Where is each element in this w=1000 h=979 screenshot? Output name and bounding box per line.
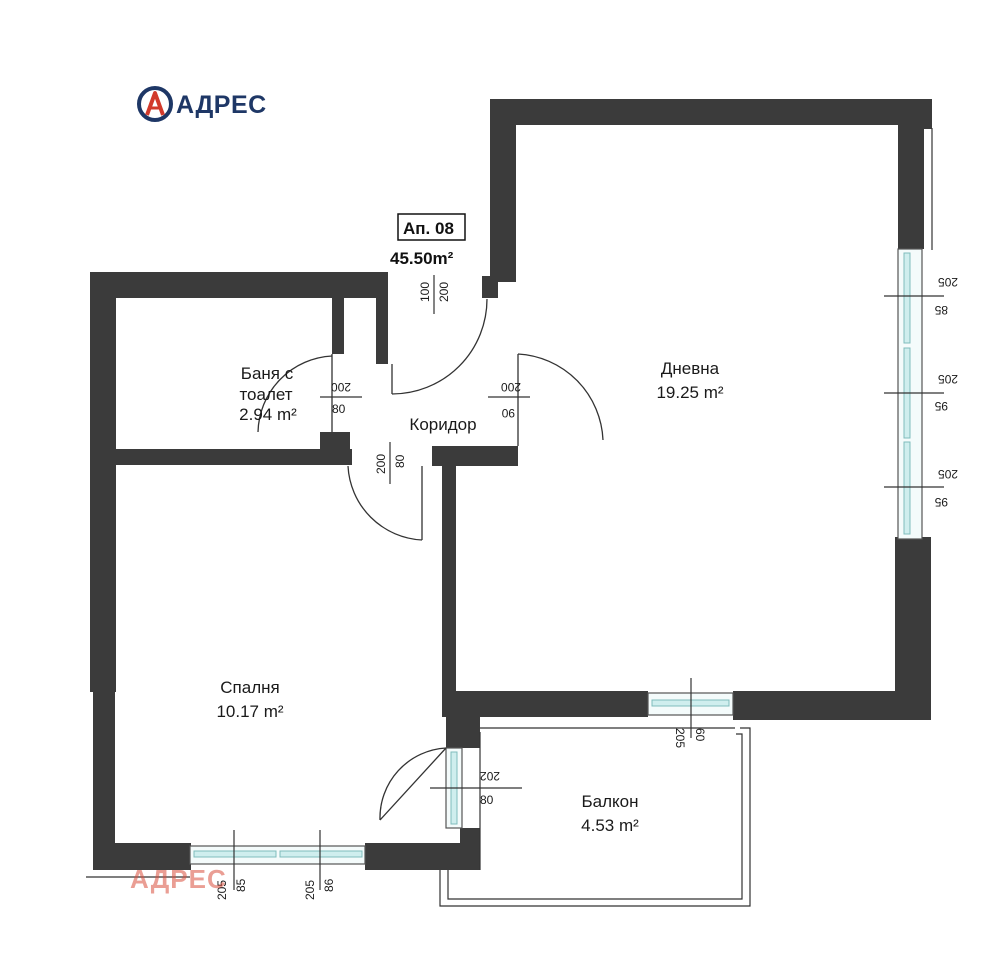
bed-win2-dim-b: 86 bbox=[322, 878, 336, 892]
corridor-label: Коридор bbox=[409, 415, 476, 434]
bed-door-dim-a: 200 bbox=[374, 454, 388, 474]
bath-area: 2.94 m² bbox=[239, 405, 297, 424]
bal-win-dim-a: 205 bbox=[673, 728, 687, 748]
balcony-area: 4.53 m² bbox=[581, 816, 639, 835]
living-label: Дневна bbox=[661, 359, 720, 378]
a-letter-circle-logo bbox=[137, 86, 173, 122]
bedroom-label: Спалня bbox=[220, 678, 279, 697]
apartment-label: Ап. 08 bbox=[403, 219, 454, 238]
win2-dim-b: 95 bbox=[934, 399, 948, 413]
bed-win2-dim-a: 205 bbox=[303, 880, 317, 900]
entry-dim-a: 100 bbox=[418, 282, 432, 302]
bath-door-dim-b: 80 bbox=[332, 402, 346, 416]
bath-label-line1: Баня с bbox=[241, 364, 294, 383]
win2-dim-a: 205 bbox=[938, 372, 958, 386]
living-door-dim-b: 90 bbox=[501, 406, 515, 420]
watermark-text: АДРЕС bbox=[130, 864, 227, 894]
bath-label-line2: тоалет bbox=[239, 385, 292, 404]
dimension-labels: 100 200 200 80 200 90 200 80 205 85 205 … bbox=[215, 275, 958, 900]
living-area: 19.25 m² bbox=[656, 383, 723, 402]
bed-win1-dim-a: 205 bbox=[215, 880, 229, 900]
outline-lines bbox=[86, 128, 933, 907]
walls bbox=[90, 99, 932, 870]
bedroom-window-south bbox=[189, 830, 366, 890]
bal-win-dim-b: 60 bbox=[693, 728, 707, 742]
bath-door-dim-a: 200 bbox=[331, 380, 351, 394]
bed-door-dim-b: 80 bbox=[393, 454, 407, 468]
bal-door-dim-b: 80 bbox=[480, 793, 494, 807]
entry-dim-b: 200 bbox=[437, 282, 451, 302]
living-door-dim-a: 200 bbox=[501, 380, 521, 394]
bed-win1-dim-b: 85 bbox=[234, 878, 248, 892]
win3-dim-b: 95 bbox=[934, 495, 948, 509]
apartment-label-box bbox=[397, 213, 466, 241]
balcony-door bbox=[430, 747, 522, 829]
win3-dim-a: 205 bbox=[938, 467, 958, 481]
living-window-south bbox=[647, 678, 734, 738]
brand-logo: АДРЕС bbox=[137, 86, 267, 122]
bal-door-dim-a: 202 bbox=[480, 769, 500, 783]
win1-dim-a: 205 bbox=[938, 275, 958, 289]
living-window-east bbox=[884, 248, 944, 540]
balcony-label: Балкон bbox=[581, 792, 638, 811]
win1-dim-b: 85 bbox=[934, 303, 948, 317]
brand-name: АДРЕС bbox=[176, 91, 267, 119]
doors bbox=[257, 298, 604, 821]
bedroom-area: 10.17 m² bbox=[216, 702, 283, 721]
apartment-area: 45.50m² bbox=[390, 249, 454, 268]
